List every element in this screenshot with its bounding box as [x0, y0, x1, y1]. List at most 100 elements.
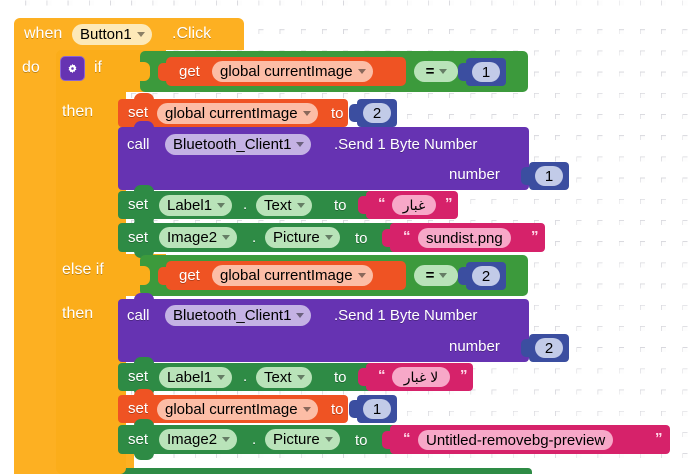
call-2-label: call — [127, 307, 150, 324]
call-1-component-dropdown[interactable]: Bluetooth_Client1 — [165, 134, 312, 155]
event-do-label: do — [22, 59, 40, 76]
mutator-gear-button[interactable] — [60, 56, 85, 81]
number-cond1-field[interactable]: 1 — [472, 62, 500, 82]
set-property-4-label: set — [128, 431, 149, 448]
chevron-down-icon[interactable] — [324, 234, 333, 240]
set-property-2-to-label: to — [355, 230, 368, 247]
chevron-down-icon[interactable] — [324, 436, 333, 442]
set-variable-2-to-label: to — [331, 401, 344, 418]
control-then-label: then — [62, 103, 94, 120]
number-call2-plug — [521, 339, 530, 357]
text-4-close-quote: ” — [655, 430, 663, 447]
set-prop-2-bottom-notch — [134, 251, 154, 258]
call-1-method-label: .Send 1 Byte Number — [334, 136, 478, 153]
set-property-2-property-dropdown[interactable]: Picture — [265, 227, 340, 248]
chevron-down-icon[interactable] — [302, 110, 311, 116]
set-property-3-component-dropdown[interactable]: Label1 — [159, 367, 233, 388]
text-4-value-field[interactable]: Untitled-removebg-preview — [418, 430, 614, 450]
chevron-down-icon[interactable] — [296, 141, 305, 147]
chevron-down-icon[interactable] — [217, 202, 226, 208]
chevron-down-icon[interactable] — [439, 68, 448, 74]
chevron-down-icon[interactable] — [302, 406, 311, 412]
set-prop-2-top-notch — [134, 217, 154, 224]
set-property-4-property: Picture — [273, 430, 320, 448]
compare-2-operator: = — [425, 266, 435, 284]
number-call1-field[interactable]: 1 — [535, 166, 563, 186]
number-setvar1-value: 2 — [372, 104, 382, 122]
event-component-dropdown[interactable]: Button1 — [72, 24, 152, 45]
set-property-3-property: Text — [264, 368, 292, 386]
chevron-down-icon[interactable] — [222, 436, 231, 442]
partial-next-block[interactable] — [102, 468, 532, 474]
get-1-plug — [158, 62, 167, 81]
number-call2-field[interactable]: 2 — [535, 338, 563, 358]
chevron-down-icon[interactable] — [357, 272, 366, 278]
call-1-top-notch — [134, 121, 154, 128]
text-2-open-quote: “ — [403, 228, 411, 245]
chevron-down-icon[interactable] — [439, 272, 448, 278]
set-variable-1-to-label: to — [331, 105, 344, 122]
chevron-down-icon[interactable] — [136, 31, 145, 37]
set-property-4-to-label: to — [355, 432, 368, 449]
call-2-method-label: .Send 1 Byte Number — [334, 307, 478, 324]
number-setvar2-value: 1 — [372, 400, 382, 418]
number-cond2-value: 2 — [481, 267, 491, 285]
control-then2-header — [56, 296, 124, 460]
set-variable-2-target: global currentImage — [165, 400, 298, 418]
call-2-component: Bluetooth_Client1 — [173, 306, 292, 324]
compare-2-operator-dropdown[interactable]: = — [414, 265, 458, 286]
chevron-down-icon[interactable] — [357, 68, 366, 74]
number-cond2-plug — [458, 267, 467, 285]
number-setvar1-field[interactable]: 2 — [363, 103, 391, 123]
chevron-down-icon[interactable] — [217, 374, 226, 380]
text-3-open-quote: “ — [378, 367, 386, 384]
text-3-plug — [358, 368, 367, 386]
number-call1-plug — [521, 167, 530, 185]
set-prop-3-top-notch — [134, 357, 154, 364]
set-property-1-property-dropdown[interactable]: Text — [256, 195, 312, 216]
set-property-3-property-dropdown[interactable]: Text — [256, 367, 312, 388]
set-variable-2-dropdown[interactable]: global currentImage — [157, 399, 318, 420]
set-property-1-dot: . — [243, 196, 248, 213]
set-property-2-dot: . — [252, 229, 257, 246]
text-2-value-field[interactable]: sundist.png — [418, 228, 511, 248]
text-1-value-field[interactable]: غبار — [392, 195, 436, 215]
text-1-value: غبار — [402, 197, 426, 213]
set-variable-1-target: global currentImage — [165, 104, 298, 122]
call-1-component: Bluetooth_Client1 — [173, 135, 292, 153]
set-property-2-component: Image2 — [167, 228, 218, 246]
chevron-down-icon[interactable] — [296, 312, 305, 318]
control-bottom-tail — [56, 456, 126, 474]
text-3-value-field[interactable]: لا غبار — [392, 367, 450, 387]
get-2-variable-dropdown[interactable]: global currentImage — [212, 265, 373, 286]
number-cond2-field[interactable]: 2 — [472, 266, 500, 286]
chevron-down-icon[interactable] — [296, 374, 305, 380]
compare-1-operator-dropdown[interactable]: = — [414, 61, 458, 82]
set-property-4-component-dropdown[interactable]: Image2 — [159, 429, 238, 450]
get-1-variable-dropdown[interactable]: global currentImage — [212, 61, 373, 82]
call-2-component-dropdown[interactable]: Bluetooth_Client1 — [165, 305, 312, 326]
control-then2-label: then — [62, 305, 94, 322]
set-property-2-property: Picture — [273, 228, 320, 246]
text-1-close-quote: ” — [445, 195, 453, 212]
set-property-3-label: set — [128, 368, 149, 385]
set-variable-1-dropdown[interactable]: global currentImage — [157, 103, 318, 124]
set-property-3-to-label: to — [334, 369, 347, 386]
control-then-header — [56, 92, 124, 254]
set-property-1-component: Label1 — [167, 196, 213, 214]
number-call1-value: 1 — [544, 167, 554, 185]
number-setvar2-field[interactable]: 1 — [363, 399, 391, 419]
set-property-3-dot: . — [243, 368, 248, 385]
text-2-close-quote: ” — [531, 228, 539, 245]
set-property-4-component: Image2 — [167, 430, 218, 448]
set-property-1-component-dropdown[interactable]: Label1 — [159, 195, 233, 216]
chevron-down-icon[interactable] — [296, 202, 305, 208]
set-property-4-property-dropdown[interactable]: Picture — [265, 429, 340, 450]
set-var-2-top-notch — [134, 389, 154, 396]
chevron-down-icon[interactable] — [222, 234, 231, 240]
set-property-2-component-dropdown[interactable]: Image2 — [159, 227, 238, 248]
control-elseif-label: else if — [62, 261, 104, 278]
set-property-1-property: Text — [264, 196, 292, 214]
